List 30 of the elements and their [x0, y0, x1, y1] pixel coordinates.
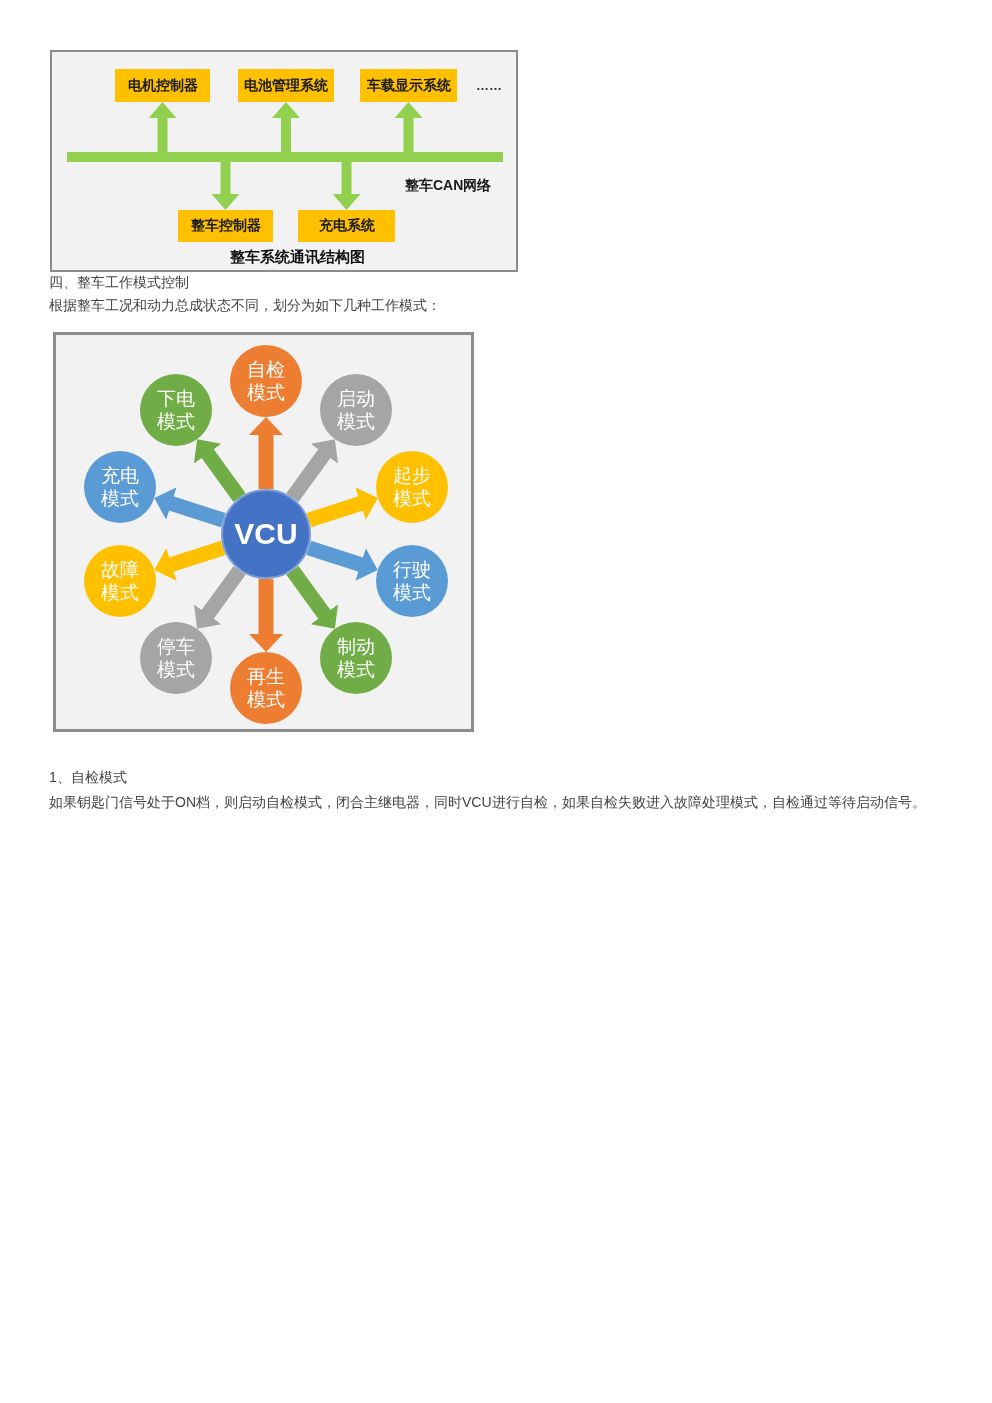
- mode-circle: 起步模式: [376, 451, 448, 523]
- module-box: 电池管理系统: [238, 69, 334, 102]
- paragraph: 如果钥匙门信号处于ON档，则启动自检模式，闭合主继电器，同时VCU进行自检，如果自检失败进入故障处理模式，自检通过等待启动信号。: [49, 793, 927, 812]
- vcu-circle: VCU: [221, 489, 311, 579]
- mode-circle: 启动模式: [320, 374, 392, 446]
- module-box: 整车控制器: [178, 210, 273, 242]
- mode-circle: 行驶模式: [376, 545, 448, 617]
- paragraph: 根据整车工况和动力总成状态不同，划分为如下几种工作模式：: [49, 296, 441, 315]
- arrow: [249, 417, 283, 489]
- subsection-heading: 1、自检模式: [49, 768, 127, 787]
- arrow: [332, 162, 361, 210]
- arrow: [272, 102, 300, 152]
- mode-circle: 自检模式: [230, 345, 302, 417]
- module-box: 车载显示系统: [360, 69, 457, 102]
- figure-caption: 整车系统通讯结构图: [229, 247, 365, 267]
- arrow: [249, 579, 283, 652]
- module-box: 电机控制器: [115, 69, 210, 102]
- mode-circle: 故障模式: [84, 545, 156, 617]
- section-heading: 四、整车工作模式控制: [49, 273, 189, 292]
- arrow: [148, 102, 177, 152]
- mode-circle: 停车模式: [140, 622, 212, 694]
- module-box: 充电系统: [298, 210, 395, 242]
- mode-circle: 制动模式: [320, 622, 392, 694]
- mode-circle: 下电模式: [140, 374, 212, 446]
- mode-circle: 充电模式: [84, 451, 156, 523]
- bus-label: 整车CAN网络: [405, 176, 492, 194]
- arrow: [211, 162, 240, 210]
- mode-circle: 再生模式: [230, 652, 302, 724]
- arrow: [394, 102, 423, 152]
- ellipsis: ……: [476, 77, 502, 95]
